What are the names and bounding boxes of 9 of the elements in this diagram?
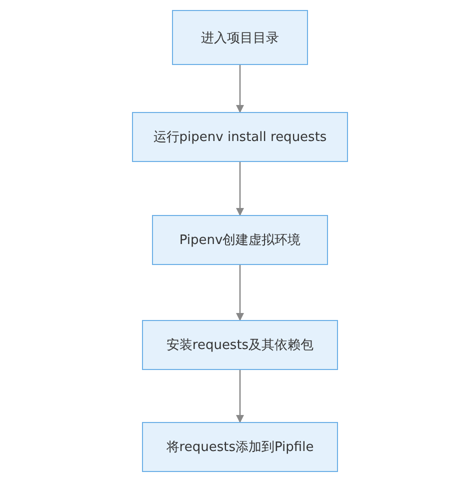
process-box: 将requests添加到Pipfile bbox=[142, 422, 338, 472]
process-box: Pipenv创建虚拟环境 bbox=[152, 215, 328, 265]
process-box: 进入项目目录 bbox=[172, 10, 308, 65]
arrow bbox=[236, 370, 244, 423]
process-box: 运行pipenv install requests bbox=[132, 112, 348, 162]
arrow bbox=[236, 162, 244, 216]
arrow bbox=[236, 265, 244, 321]
process-box: 安装requests及其依赖包 bbox=[142, 320, 338, 370]
arrow bbox=[236, 65, 244, 113]
